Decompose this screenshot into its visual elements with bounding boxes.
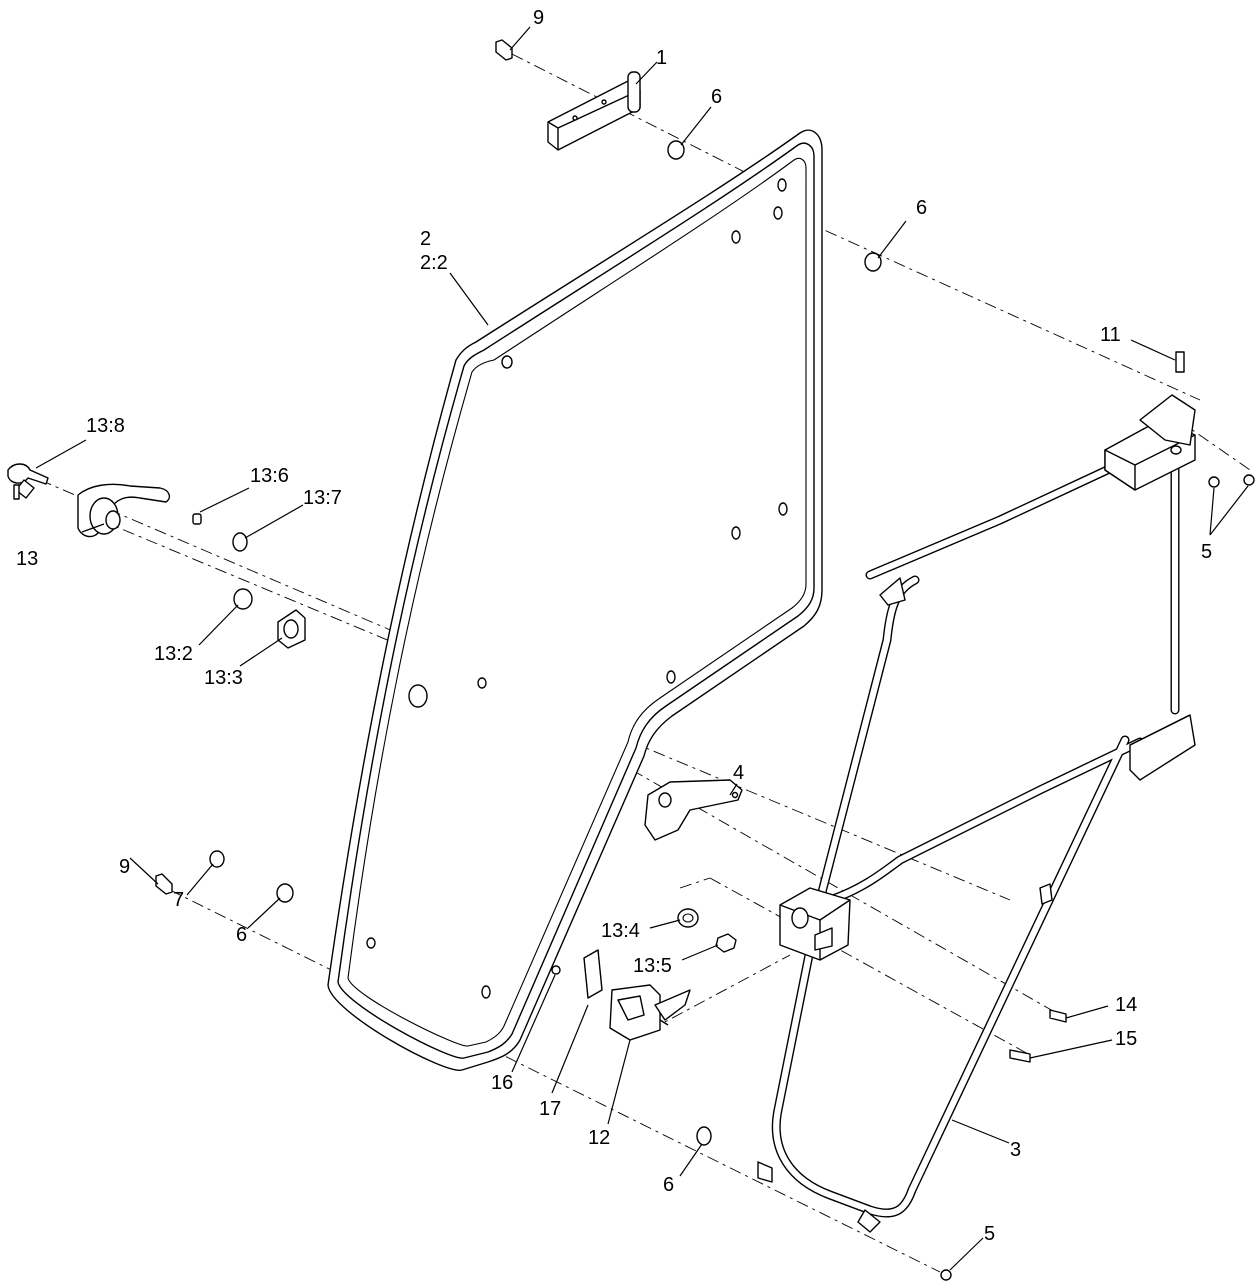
callout-14: 14 [1115, 994, 1137, 1016]
callout-6-top: 6 [711, 86, 722, 108]
callout-11: 11 [1100, 324, 1121, 346]
washer-7 [209, 850, 225, 868]
callout-6-mid: 6 [916, 197, 927, 219]
callout-3: 3 [1010, 1139, 1021, 1161]
handle-small-parts [192, 513, 737, 953]
callout-13-5: 13:5 [633, 955, 672, 977]
bushing-13-2 [233, 588, 253, 610]
door-frame [757, 394, 1196, 1233]
washer-6-bottom [696, 1126, 712, 1146]
hinge-part-1 [547, 71, 641, 151]
callout-13-8: 13:8 [86, 415, 125, 437]
bushing-13-7 [232, 532, 248, 552]
callout-4: 4 [733, 762, 744, 784]
callout-13: 13 [16, 548, 38, 570]
callout-9-top: 9 [533, 7, 544, 29]
key-part-13-8 [7, 463, 49, 500]
nut-5-a [1208, 476, 1220, 488]
bolt-16 [551, 965, 561, 975]
door-panel [327, 129, 823, 1071]
callout-15: 15 [1115, 1028, 1137, 1050]
callout-2-2: 2:2 [420, 252, 448, 274]
nut-13-5 [715, 933, 737, 953]
callout-6-bottom: 6 [663, 1174, 674, 1196]
fasteners [155, 39, 1255, 1281]
washer-6-left [276, 883, 294, 903]
callout-12: 12 [588, 1127, 610, 1149]
nut-5-b [1243, 474, 1255, 486]
callout-7: 7 [173, 889, 184, 911]
callout-5-bottom: 5 [984, 1223, 995, 1245]
callout-labels: 9 1 6 6 2 2:2 11 5 13:8 13:6 13:7 13 13:… [16, 7, 1212, 1245]
callout-6-left: 6 [236, 924, 247, 946]
callout-13-3: 13:3 [204, 667, 243, 689]
callout-2: 2 [420, 228, 431, 250]
grease-fitting-11 [1175, 351, 1185, 373]
callout-17: 17 [539, 1098, 561, 1120]
callout-9-left: 9 [119, 856, 130, 878]
handle-part-13 [77, 483, 171, 538]
latch-part-12 [609, 984, 691, 1041]
washer-6-top [667, 140, 685, 160]
bolt-9-left [155, 873, 173, 895]
spacer-17 [583, 949, 603, 999]
bolt-15 [1009, 1049, 1031, 1063]
washer-6-mid [864, 252, 882, 272]
latch-plate-part-4 [644, 779, 743, 841]
nut-5-bottom [940, 1269, 952, 1281]
washer-13-4 [677, 908, 699, 928]
callout-5-top: 5 [1201, 541, 1212, 563]
bolt-9-top [495, 39, 513, 61]
leader-lines [35, 26, 1249, 1271]
callout-13-4: 13:4 [601, 920, 640, 942]
callout-13-7: 13:7 [303, 487, 342, 509]
callout-1: 1 [656, 47, 667, 69]
panel-holes [366, 178, 788, 999]
callout-13-2: 13:2 [154, 643, 193, 665]
callout-13-6: 13:6 [250, 465, 289, 487]
pin-13-6 [192, 513, 202, 525]
callout-16: 16 [491, 1072, 513, 1094]
bolt-14 [1049, 1009, 1067, 1023]
